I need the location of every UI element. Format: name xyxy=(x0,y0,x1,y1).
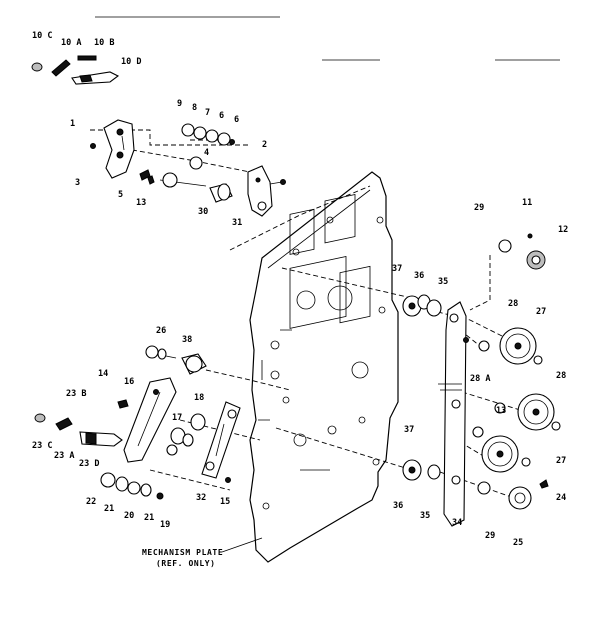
part-label: 29 xyxy=(485,531,495,541)
part-label: 29 xyxy=(474,203,484,213)
header-rules xyxy=(95,16,560,61)
mechanism-plate xyxy=(249,171,421,563)
part-label: 28 xyxy=(508,299,518,309)
part-label: 17 xyxy=(172,413,182,423)
part-label: 24 xyxy=(556,493,566,503)
part-label: 27 xyxy=(556,456,566,466)
part-label: 38 xyxy=(182,335,192,345)
shaft-13 xyxy=(139,169,207,188)
part-label: 26 xyxy=(156,326,166,336)
lever-16 xyxy=(117,377,177,463)
part-label: 14 xyxy=(98,369,108,379)
part-label: 6 xyxy=(219,111,224,121)
washers-9-8-7-6 xyxy=(181,123,235,170)
part-label: 12 xyxy=(558,225,568,235)
washers-17-18 xyxy=(166,413,206,456)
part-label: 1 xyxy=(70,119,75,129)
part-label: 13 xyxy=(136,198,146,208)
part-label: 35 xyxy=(420,511,430,521)
caption-ref-only: (REF. ONLY) xyxy=(156,559,216,568)
bushing-38 xyxy=(181,353,207,375)
part-label: 20 xyxy=(124,511,134,521)
part-label: 7 xyxy=(205,108,210,118)
part-label: 8 xyxy=(192,103,197,113)
part-label: 10 A xyxy=(61,38,81,48)
shaft-26 xyxy=(145,345,177,360)
part-label: 21 xyxy=(104,504,114,514)
part-label: 9 xyxy=(177,99,182,109)
caption-leader xyxy=(221,537,263,553)
part-label: 13 xyxy=(496,406,506,416)
part-label: 5 xyxy=(118,190,123,200)
part-label: 23 C xyxy=(32,441,52,451)
washers-22-21-20-21-19 xyxy=(100,472,164,500)
bushing-30 xyxy=(209,183,233,203)
pins-23 xyxy=(34,413,123,447)
part-label: 23 B xyxy=(66,389,86,399)
part-label: 31 xyxy=(232,218,242,228)
part-label: 2 xyxy=(262,140,267,150)
part-label: 15 xyxy=(220,497,230,507)
bracket-31 xyxy=(247,165,286,217)
part-label: 32 xyxy=(196,493,206,503)
part-label: 36 xyxy=(414,271,424,281)
part-label: 36 xyxy=(393,501,403,511)
part-label: 11 xyxy=(522,198,532,208)
link-32 xyxy=(201,401,241,483)
part-label: 25 xyxy=(513,538,523,548)
part-label: 30 xyxy=(198,207,208,217)
part-label: 23 D xyxy=(79,459,99,469)
part-label: 27 xyxy=(536,307,546,317)
part-label: 16 xyxy=(124,377,134,387)
part-label: 10 C xyxy=(32,31,52,41)
lever-3 xyxy=(90,119,135,179)
part-label: 19 xyxy=(160,520,170,530)
caption-mechanism-plate: MECHANISM PLATE xyxy=(142,548,223,557)
part-label: 37 xyxy=(404,425,414,435)
part-label: 37 xyxy=(392,264,402,274)
part-label: 21 xyxy=(144,513,154,523)
part-label: 22 xyxy=(86,497,96,507)
part-label: 23 A xyxy=(54,451,74,461)
part-label: 18 xyxy=(194,393,204,403)
part-label: 34 xyxy=(452,518,462,528)
part-label: 28 xyxy=(556,371,566,381)
part-label: 35 xyxy=(438,277,448,287)
part-label: 10 D xyxy=(121,57,141,67)
part-label: 6 xyxy=(234,115,239,125)
right-assembly xyxy=(402,233,561,527)
part-label: 28 A xyxy=(470,374,490,384)
part-10-pins xyxy=(31,55,120,85)
part-label: 4 xyxy=(204,148,209,158)
part-label: 10 B xyxy=(94,38,114,48)
part-label: 3 xyxy=(75,178,80,188)
